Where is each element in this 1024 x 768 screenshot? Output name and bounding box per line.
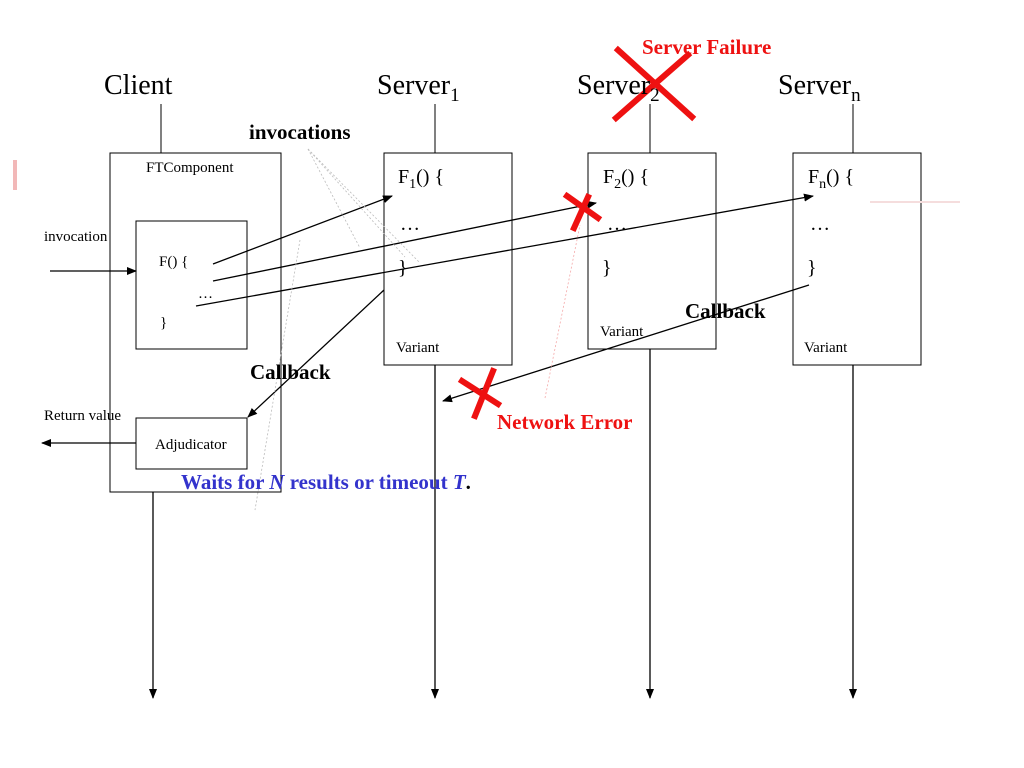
client-ftcomponent-box bbox=[109, 152, 282, 493]
invocation-to-servern-arrow bbox=[195, 193, 814, 307]
server1-header: Server1 bbox=[377, 70, 460, 106]
server1-box bbox=[383, 152, 513, 366]
adjudicator-label: Adjudicator bbox=[155, 437, 227, 453]
invocation-label: invocation bbox=[44, 229, 108, 245]
server2-variant-label: Variant bbox=[600, 324, 644, 340]
server1-func-open: F1() { bbox=[398, 166, 445, 192]
invocations-pointer-lines bbox=[254, 148, 421, 511]
server1-ellipsis: … bbox=[400, 213, 420, 235]
network-x-icon-callback bbox=[457, 367, 503, 420]
callback-right-annotation: Callback bbox=[685, 299, 766, 323]
client-func-ellipsis: … bbox=[198, 286, 213, 302]
server2-func-close: } bbox=[602, 257, 612, 279]
client-function-box bbox=[135, 220, 248, 350]
server1-variant-label: Variant bbox=[396, 340, 440, 356]
client-func-open: F() { bbox=[159, 254, 189, 270]
ftcomponent-label: FTComponent bbox=[146, 160, 234, 176]
invocations-annotation: invocations bbox=[249, 120, 351, 144]
callback-server1-arrow bbox=[247, 289, 385, 418]
return-value-label: Return value bbox=[44, 408, 122, 424]
servern-func-close: } bbox=[807, 257, 817, 279]
server2-ellipsis: … bbox=[607, 213, 627, 235]
servern-ellipsis: … bbox=[810, 213, 830, 235]
server2-func-open: F2() { bbox=[603, 166, 650, 192]
invocation-to-server2-arrow bbox=[212, 200, 597, 282]
server-failure-x-icon bbox=[611, 45, 697, 123]
server2-box bbox=[587, 152, 717, 350]
waits-note: Waits for N results or timeout T. bbox=[181, 470, 471, 494]
network-error-annotation: Network Error bbox=[497, 410, 633, 434]
servern-header: Servern bbox=[778, 70, 861, 106]
network-x-icon-server2 bbox=[562, 191, 603, 232]
server1-func-close: } bbox=[398, 257, 408, 279]
callback-left-annotation: Callback bbox=[250, 360, 331, 384]
servern-box bbox=[792, 152, 922, 366]
server2-header: Server2 bbox=[577, 70, 660, 106]
servern-variant-label: Variant bbox=[804, 340, 848, 356]
client-header: Client bbox=[104, 70, 173, 101]
servern-func-open: Fn() { bbox=[808, 166, 855, 192]
edge-artifact bbox=[13, 160, 17, 190]
client-func-close: } bbox=[160, 315, 168, 331]
invocation-to-server1-arrow bbox=[212, 195, 393, 265]
network-error-pointer-line bbox=[544, 224, 581, 399]
callback-servern-arrow bbox=[442, 284, 810, 403]
server-failure-annotation: Server Failure bbox=[642, 35, 772, 59]
